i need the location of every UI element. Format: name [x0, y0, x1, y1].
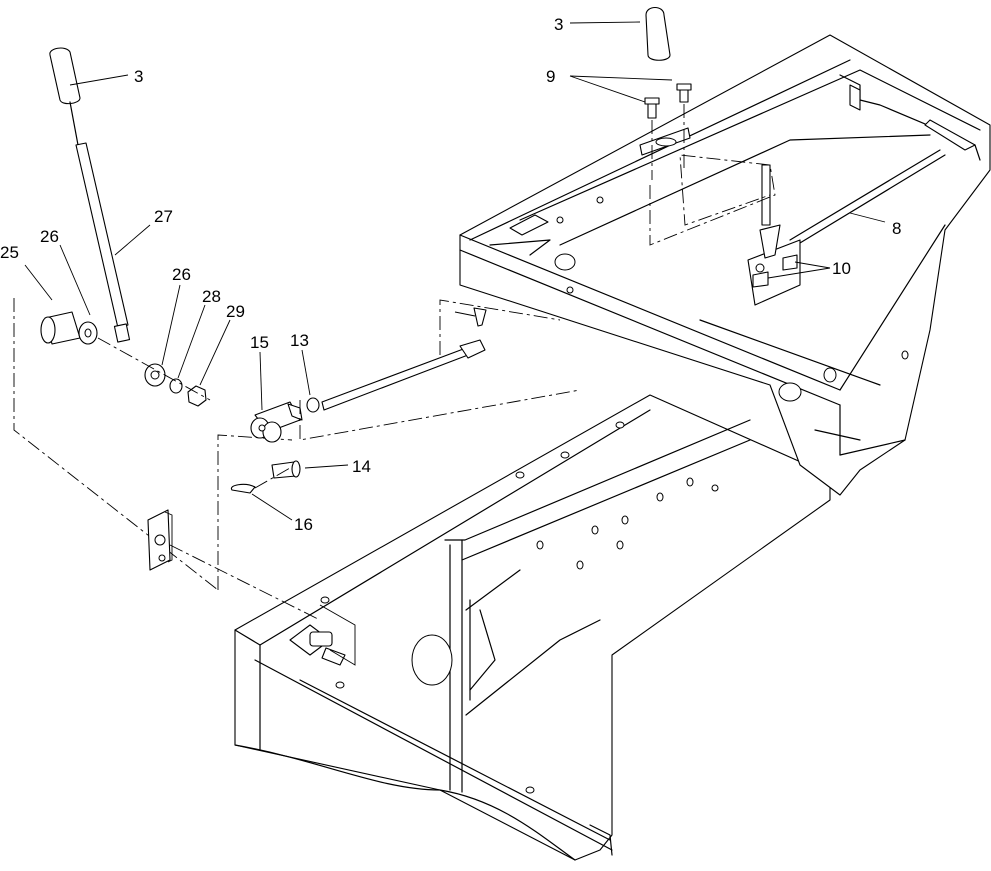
clevis-pin-14 [271, 460, 301, 479]
callout-27: 27 [154, 207, 173, 226]
callout-8: 8 [892, 219, 901, 238]
pivot-bracket [747, 164, 801, 306]
clevis-15 [250, 401, 303, 443]
callout-26-left: 26 [40, 227, 59, 246]
callout-9: 9 [546, 67, 555, 86]
callout-15: 15 [250, 333, 269, 352]
washer-28 [169, 378, 183, 394]
mount-plate [147, 509, 173, 571]
callout-13: 13 [290, 331, 309, 350]
washer-13 [306, 397, 320, 413]
switch-assembly [289, 604, 356, 666]
bushing-25 [40, 311, 81, 345]
nut-29 [187, 385, 207, 407]
upper-frame [459, 34, 991, 496]
callout-3-upper-knob: 3 [554, 15, 563, 34]
handle-knob-upper [645, 6, 671, 61]
callout-25: 25 [0, 243, 19, 262]
cotter-pin-16 [230, 483, 256, 494]
callout-labels: 3 27 25 26 26 28 29 15 13 14 16 3 9 8 10 [0, 15, 901, 534]
callout-26-right: 26 [172, 265, 191, 284]
screw-set [639, 83, 776, 246]
control-rod-upper [789, 149, 941, 241]
lower-frame [234, 394, 831, 861]
callout-14: 14 [352, 457, 371, 476]
callout-10: 10 [832, 259, 851, 278]
control-rod [321, 347, 469, 411]
callout-16: 16 [294, 515, 313, 534]
callout-3-lever-knob: 3 [134, 67, 143, 86]
leader-lines [24, 21, 886, 521]
callout-28: 28 [202, 287, 221, 306]
callout-29: 29 [226, 302, 245, 321]
shift-lever [49, 47, 131, 343]
